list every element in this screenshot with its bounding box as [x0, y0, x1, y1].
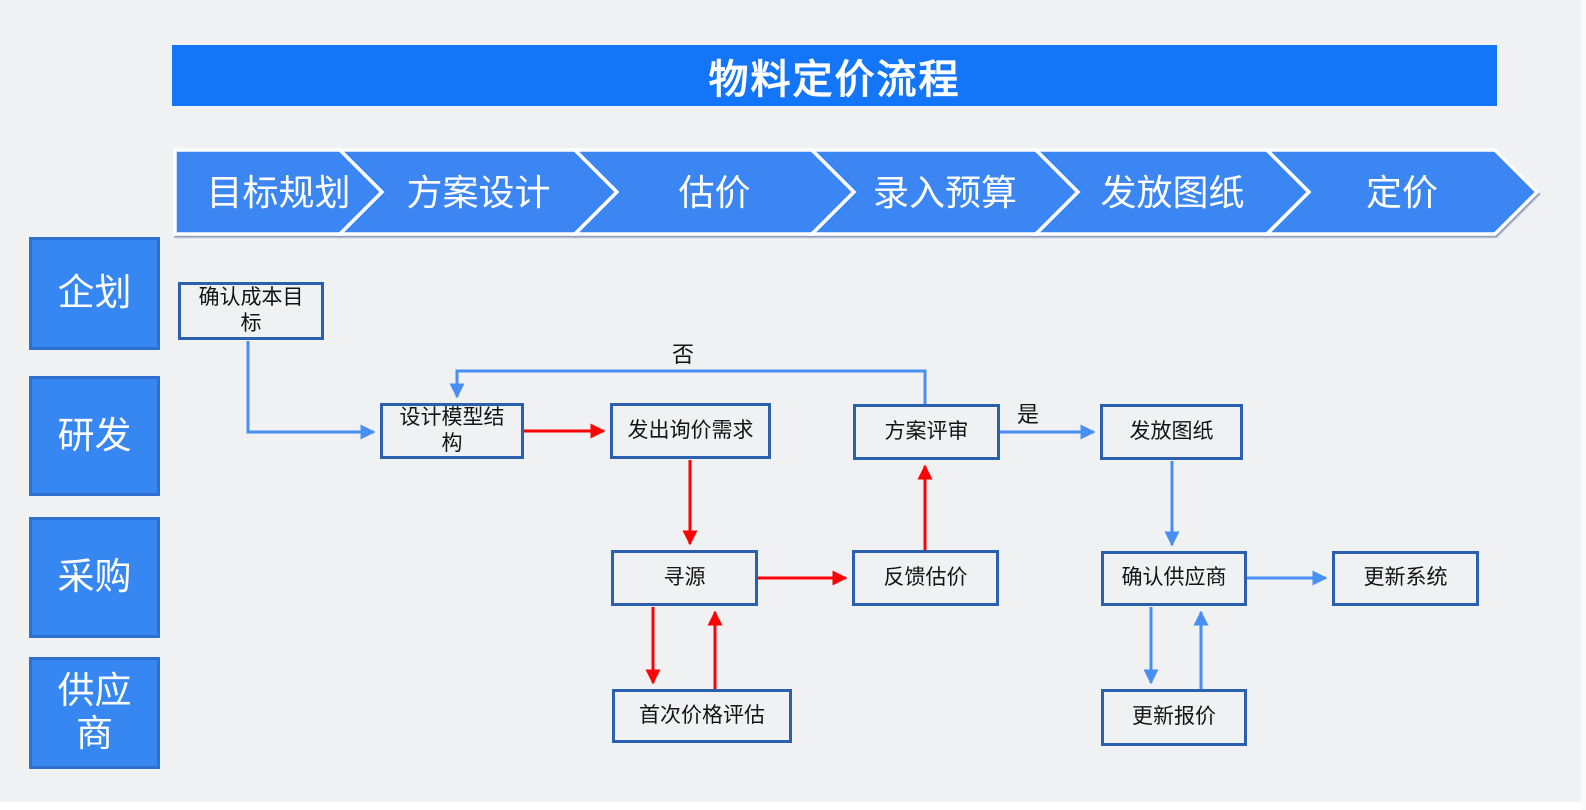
phase-label: 发放图纸 [1100, 172, 1244, 213]
diagram-title-bar: 物料定价流程 [172, 45, 1497, 106]
node-label: 确认成本目标 [198, 285, 304, 335]
node-label: 发出询价需求 [627, 418, 754, 442]
phase-label: 定价 [1366, 172, 1438, 213]
node-design-model-structure: 设计模型结构 [380, 403, 524, 459]
phase-chevron [1262, 148, 1540, 236]
node-send-inquiry-request: 发出询价需求 [610, 403, 771, 459]
node-label: 方案评审 [884, 419, 969, 443]
node-label: 设计模型结构 [399, 405, 505, 455]
node-label: 寻源 [663, 565, 706, 589]
node-release-drawings: 发放图纸 [1100, 404, 1243, 460]
diagram-title: 物料定价流程 [708, 57, 961, 102]
node-label: 反馈估价 [883, 565, 968, 589]
node-update-quote: 更新报价 [1101, 689, 1247, 746]
lane-label: 采购 [57, 556, 132, 598]
edge-confirmcost-to-designmodel [246, 341, 376, 440]
phase-label: 目标规划 [206, 172, 350, 213]
edge-label-no: 否 [671, 342, 694, 367]
node-sourcing: 寻源 [611, 550, 758, 606]
lane-supplier: 供应商 [29, 657, 160, 769]
node-label: 更新系统 [1363, 566, 1448, 590]
node-first-price-evaluation: 首次价格评估 [612, 689, 792, 743]
lane-procurement: 采购 [29, 517, 160, 638]
node-confirm-supplier: 确认供应商 [1101, 551, 1247, 606]
phase-label: 录入预算 [873, 172, 1017, 213]
node-label: 首次价格评估 [639, 703, 765, 727]
slide-edge-right [1581, 0, 1586, 810]
node-label: 确认供应商 [1121, 566, 1227, 590]
lane-label: 企划 [57, 272, 132, 314]
edge-label-yes: 是 [1016, 402, 1039, 427]
node-label: 发放图纸 [1129, 419, 1214, 443]
lane-rnd: 研发 [29, 376, 160, 496]
node-feedback-estimate: 反馈估价 [852, 550, 999, 606]
node-update-system: 更新系统 [1332, 551, 1479, 606]
lane-label: 研发 [57, 414, 132, 456]
node-label: 更新报价 [1132, 705, 1216, 729]
lane-planning: 企划 [29, 237, 160, 350]
phase-label: 估价 [678, 172, 750, 213]
node-confirm-cost-target: 确认成本目标 [178, 282, 324, 340]
edge-planreview-no-loop-to-designmodel [449, 369, 927, 404]
lane-label: 供应商 [57, 670, 132, 754]
node-plan-review: 方案评审 [853, 404, 1000, 460]
phase-label: 方案设计 [406, 172, 550, 213]
slide-edge-bottom [0, 802, 1586, 810]
